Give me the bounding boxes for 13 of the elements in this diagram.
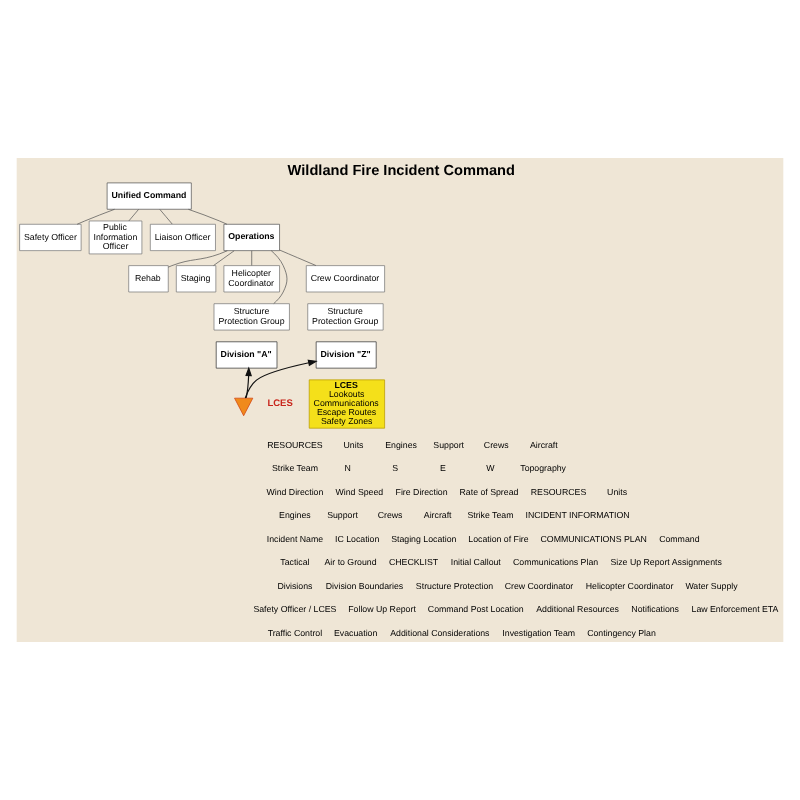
connector — [251, 250, 253, 266]
connector — [270, 250, 288, 304]
arrow — [244, 359, 318, 399]
arrow — [245, 366, 252, 399]
connector — [213, 250, 235, 266]
connector — [76, 208, 115, 225]
node-picture — [234, 397, 254, 417]
connector — [128, 209, 139, 222]
connector — [159, 209, 173, 225]
connector — [279, 249, 317, 266]
connector — [167, 250, 228, 268]
diagram-title: Wildland Fire Incident Command — [287, 160, 516, 179]
connector — [188, 208, 228, 225]
